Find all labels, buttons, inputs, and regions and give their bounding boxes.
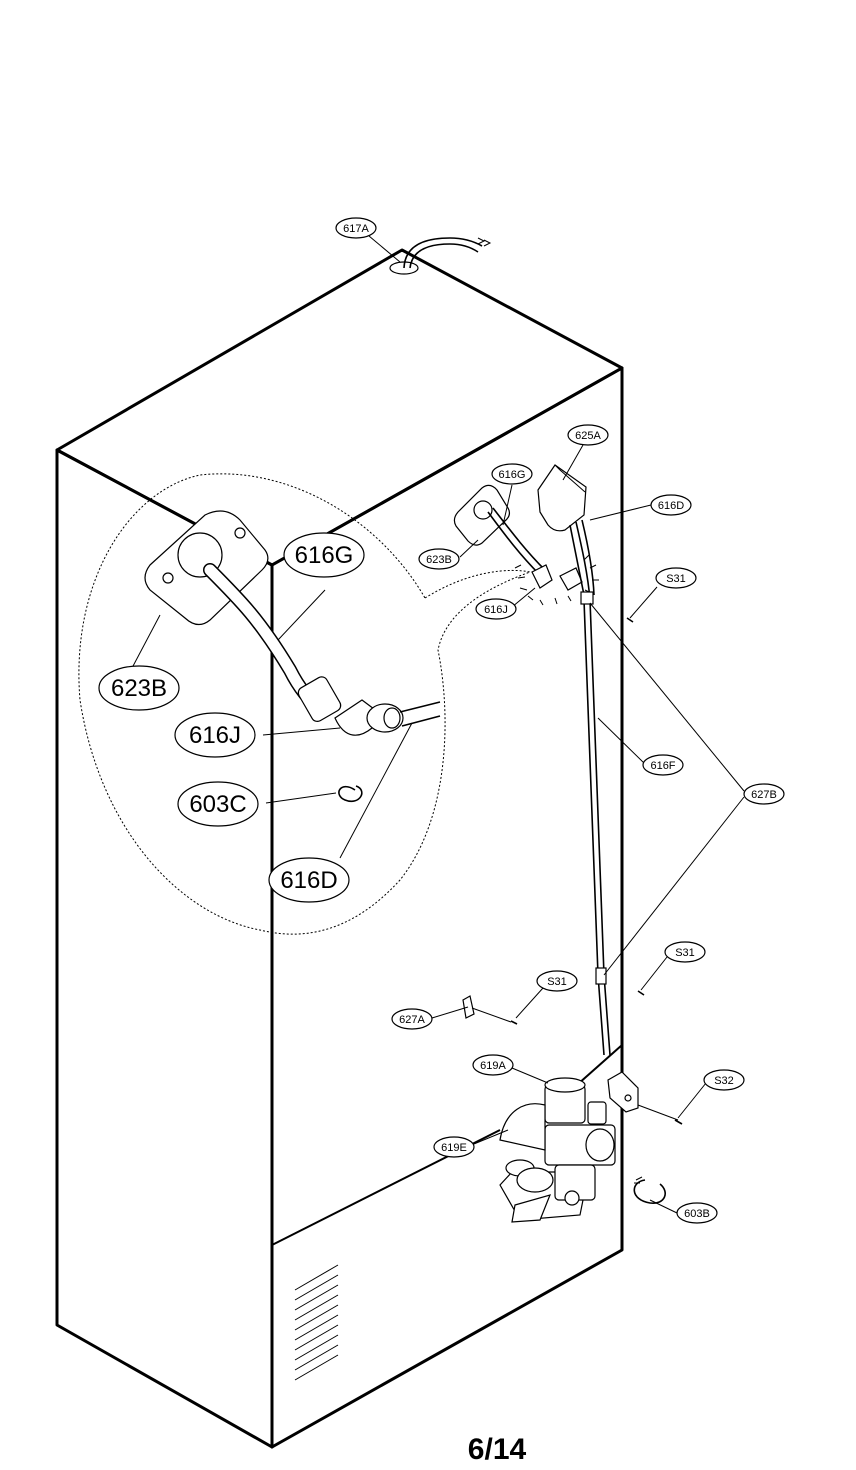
detail-magnification-bubble [78,473,532,935]
svg-text:603C: 603C [189,791,246,818]
svg-text:619E: 619E [441,1142,467,1154]
detail-callout-616j: 616J [174,712,256,758]
svg-text:616J: 616J [484,604,508,616]
tube-616f [583,599,605,1056]
callout-627b: 627B [743,783,785,805]
detail-callout-616d: 616D [268,857,350,903]
detail-parts [144,510,441,803]
svg-text:619A: 619A [480,1060,506,1072]
svg-text:S31: S31 [675,947,695,959]
main-assembly [453,464,683,1223]
water-valve-assembly [499,1077,616,1223]
callout-625a: 625A [567,424,609,446]
svg-text:627B: 627B [751,789,777,801]
svg-text:616J: 616J [189,722,241,749]
svg-text:S32: S32 [714,1075,734,1087]
svg-text:S31: S31 [547,976,567,988]
detail-connector-616j [297,676,342,722]
detail-callout-623b: 623B [98,665,180,711]
mounting-bracket [607,1071,639,1113]
refrigerator-cabinet [55,248,624,1449]
svg-text:616G: 616G [499,469,526,481]
inlet-tube-617a [389,237,492,275]
detail-callout-616g: 616G [283,532,365,578]
screw-s31-top [626,617,634,623]
svg-text:616F: 616F [650,760,675,772]
cabinet-top-face [55,248,624,567]
callout-616g: 616G [491,463,533,485]
clip-603b [633,1179,666,1204]
callout-623b: 623B [418,548,460,570]
callout-616d: 616D [650,494,692,516]
svg-text:S31: S31 [666,573,686,585]
clip-627a [462,995,475,1019]
callout-603b: 603B [676,1202,718,1224]
callout-617a: 617A [335,217,377,239]
callout-619e: 619E [433,1136,475,1158]
vent-grille [294,1264,339,1381]
svg-text:617A: 617A [343,223,369,235]
callout-s31-right: S31 [664,941,706,963]
detail-callout-603c: 603C [177,781,259,827]
svg-text:616G: 616G [295,542,354,569]
svg-text:627A: 627A [399,1014,425,1026]
callouts: 617A 625A 616G 616D 623B 616J S31 616F [335,217,785,1224]
svg-text:625A: 625A [575,430,601,442]
screw-s32 [674,1119,683,1125]
callout-616j: 616J [475,598,517,620]
svg-text:603B: 603B [684,1208,710,1220]
callout-619a: 619A [472,1054,514,1076]
svg-text:623B: 623B [426,554,452,566]
callout-616f: 616F [642,754,684,776]
callout-s31-top: S31 [655,567,697,589]
cabinet-right-face [270,366,624,1449]
detail-tube-616d [399,701,441,727]
svg-text:616D: 616D [658,500,684,512]
component-625a [537,464,587,532]
callout-s32: S32 [703,1069,745,1091]
detail-leader-lines [131,589,413,859]
svg-text:623B: 623B [111,675,167,702]
svg-text:616D: 616D [280,867,337,894]
callout-leader-lines [368,235,745,1214]
screw-s31-mid [510,1020,518,1025]
callout-627a: 627A [391,1008,433,1030]
detail-callouts: 616G 623B 616J 603C 616D [98,532,365,903]
callout-s31-mid: S31 [536,970,578,992]
page-number: 6/14 [468,1433,527,1466]
detail-clip-603c [338,785,363,803]
screw-s31-right [637,990,645,996]
